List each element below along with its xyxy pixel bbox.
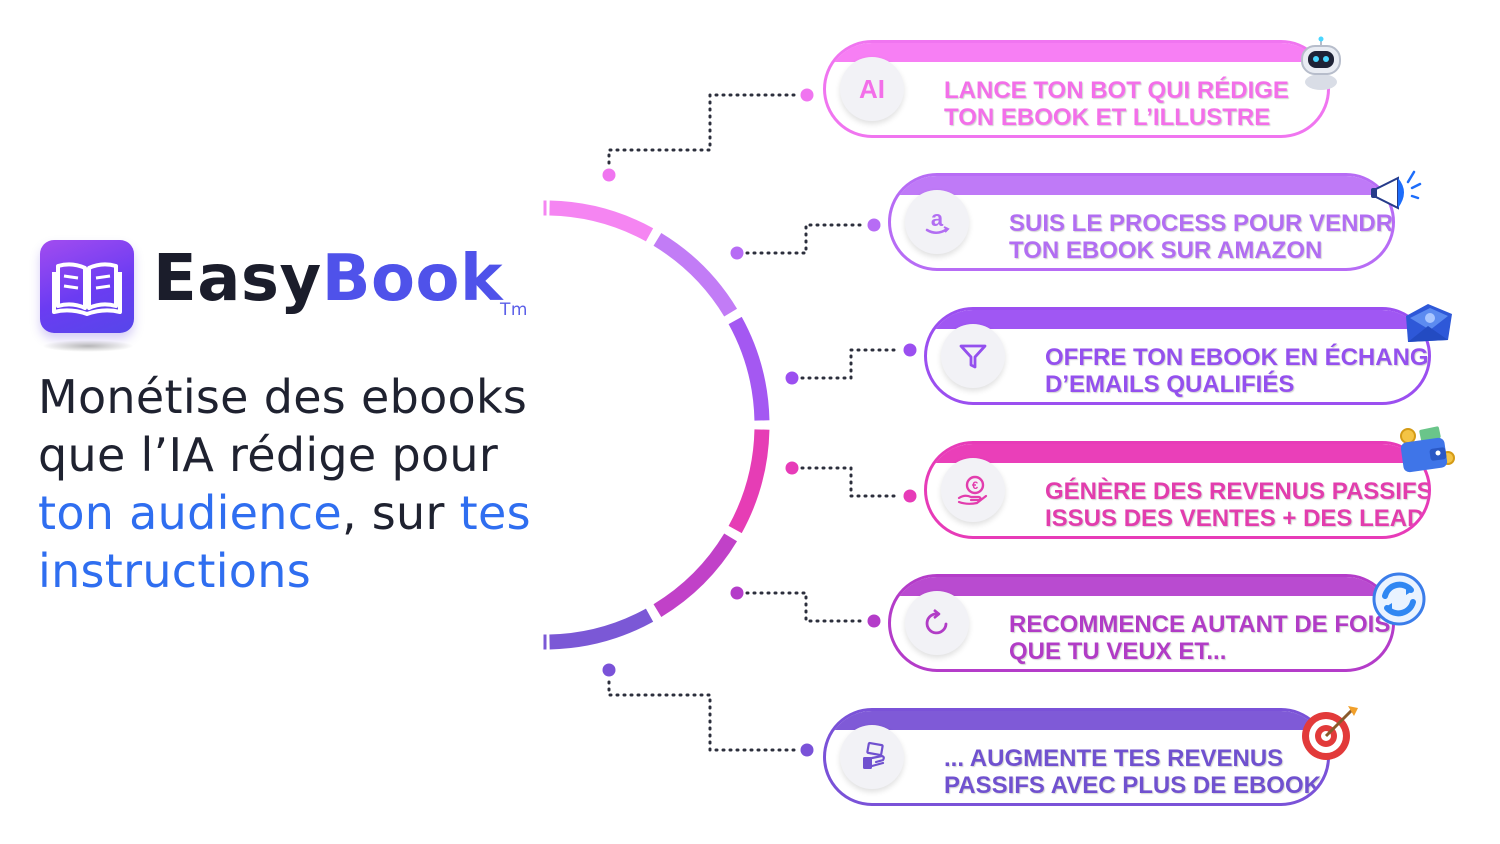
step-3-text: OFFRE TON EBOOK EN ÉCHANGE D’EMAILS QUAL… <box>1045 344 1431 398</box>
arc-arrow-4 <box>703 517 738 537</box>
connector-2 <box>745 223 866 255</box>
target-dart-icon <box>1302 706 1358 760</box>
connector-3 <box>800 348 902 380</box>
step-6-card: ... AUGMENTE TES REVENUS PASSIFS AVEC PL… <box>823 708 1330 806</box>
connector-1-dot-2 <box>800 88 814 102</box>
arc-segment-3 <box>728 316 770 421</box>
book-logo-icon <box>40 240 134 333</box>
dotted-connectors <box>602 88 917 757</box>
step-1-band <box>826 43 1327 62</box>
arc-segment-1 <box>549 200 654 242</box>
headline-line-1: Monétise des ebooks <box>38 370 528 424</box>
step-5-card: RECOMMENCE AUTANT DE FOIS QUE TU VEUX ET… <box>888 574 1395 672</box>
headline-line-3: ton audience, sur tes <box>38 484 638 542</box>
step-6-line-1: ... AUGMENTE TES REVENUS <box>944 745 1284 772</box>
step-1-line-2: TON EBOOK ET L’ILLUSTRE <box>944 104 1271 131</box>
refresh-icon <box>905 591 969 655</box>
connector-5-dot-1 <box>730 586 744 600</box>
headline-line-2: que l’IA rédige pour <box>38 428 499 482</box>
brand-trademark: Tm <box>500 300 528 320</box>
step-5-line-2: QUE TU VEUX ET... <box>1009 638 1227 665</box>
connector-2-dot-1 <box>730 246 744 260</box>
connector-5 <box>745 591 866 623</box>
connector-1 <box>607 93 799 165</box>
logo-shadow <box>42 340 134 352</box>
step-2-line-2: TON EBOOK SUR AMAZON <box>1009 237 1323 264</box>
connector-4-dot-2 <box>903 489 917 503</box>
ai-icon: AI <box>840 57 904 121</box>
svg-text:a: a <box>931 206 944 231</box>
headline-line-4: instructions <box>38 544 311 598</box>
connector-1-dot-1 <box>602 168 616 182</box>
arc-arrow-1 <box>637 232 657 267</box>
step-3-line-1: OFFRE TON EBOOK EN ÉCHANGE <box>1045 344 1431 371</box>
wallet-coins-icon <box>1400 426 1455 473</box>
step-5-text: RECOMMENCE AUTANT DE FOIS QUE TU VEUX ET… <box>1009 611 1390 665</box>
brand-name: EasyBook Tm <box>153 242 527 320</box>
headline-highlight-tes: tes <box>459 486 531 540</box>
money-hand-icon <box>840 725 904 789</box>
step-2-band <box>891 176 1392 195</box>
step-4-line-2: ISSUS DES VENTES + DES LEADS <box>1045 505 1431 532</box>
connector-2-dot-2 <box>867 218 881 232</box>
connector-3-dot-1 <box>785 371 799 385</box>
headline: Monétise des ebooks que l’IA rédige pour… <box>38 368 638 600</box>
step-1-card: AI LANCE TON BOT QUI RÉDIGE TON EBOOK ET… <box>823 40 1330 138</box>
step-6-text: ... AUGMENTE TES REVENUS PASSIFS AVEC PL… <box>944 745 1330 799</box>
connector-4 <box>800 466 902 498</box>
connector-4-dot-1 <box>785 461 799 475</box>
arc-arrow-2 <box>703 313 738 334</box>
robot-icon <box>1301 36 1341 90</box>
svg-text:€: € <box>972 480 978 492</box>
amazon-icon: a <box>905 190 969 254</box>
megaphone-icon <box>1371 170 1422 210</box>
arc-segment-4 <box>728 429 770 534</box>
headline-connector: , sur <box>341 486 460 540</box>
step-2-card: a SUIS LE PROCESS POUR VENDRE TON EBOOK … <box>888 173 1395 271</box>
connector-3-dot-2 <box>903 343 917 357</box>
sync-arrows-icon <box>1372 572 1426 626</box>
step-4-line-1: GÉNÈRE DES REVENUS PASSIFS <box>1045 478 1431 505</box>
euro-hand-icon: € <box>941 458 1005 522</box>
easybook-logo: EasyBook Tm <box>40 240 540 360</box>
step-6-line-2: PASSIFS AVEC PLUS DE EBOOKS <box>944 772 1330 799</box>
segmented-arc <box>543 200 770 650</box>
step-1-line-1: LANCE TON BOT QUI RÉDIGE <box>944 77 1289 104</box>
headline-highlight-audience: ton audience <box>38 486 342 540</box>
arc-segment-5 <box>653 533 738 618</box>
connector-6-dot-1 <box>602 663 616 677</box>
arc-arrow-5 <box>637 583 657 618</box>
step-2-line-1: SUIS LE PROCESS POUR VENDRE <box>1009 210 1395 237</box>
email-envelope-icon <box>1406 304 1452 342</box>
arc-segment-6 <box>549 608 654 650</box>
step-5-line-1: RECOMMENCE AUTANT DE FOIS <box>1009 611 1391 638</box>
connector-6 <box>607 680 799 752</box>
step-4-card: € GÉNÈRE DES REVENUS PASSIFS ISSUS DES V… <box>924 441 1431 539</box>
step-1-text: LANCE TON BOT QUI RÉDIGE TON EBOOK ET L’… <box>944 77 1289 131</box>
step-5-band <box>891 577 1392 596</box>
step-4-text: GÉNÈRE DES REVENUS PASSIFS ISSUS DES VEN… <box>1045 478 1431 532</box>
step-3-band <box>927 310 1428 329</box>
connector-5-dot-2 <box>867 614 881 628</box>
brand-easy: Easy <box>153 242 322 316</box>
step-6-band <box>826 711 1327 730</box>
step-4-band <box>927 444 1428 463</box>
funnel-icon <box>941 324 1005 388</box>
arc-segment-2 <box>653 232 738 317</box>
step-3-line-2: D’EMAILS QUALIFIÉS <box>1045 371 1295 398</box>
step-3-card: OFFRE TON EBOOK EN ÉCHANGE D’EMAILS QUAL… <box>924 307 1431 405</box>
step-2-text: SUIS LE PROCESS POUR VENDRE TON EBOOK SU… <box>1009 210 1395 264</box>
brand-book: Book <box>321 242 503 316</box>
connector-6-dot-2 <box>800 743 814 757</box>
